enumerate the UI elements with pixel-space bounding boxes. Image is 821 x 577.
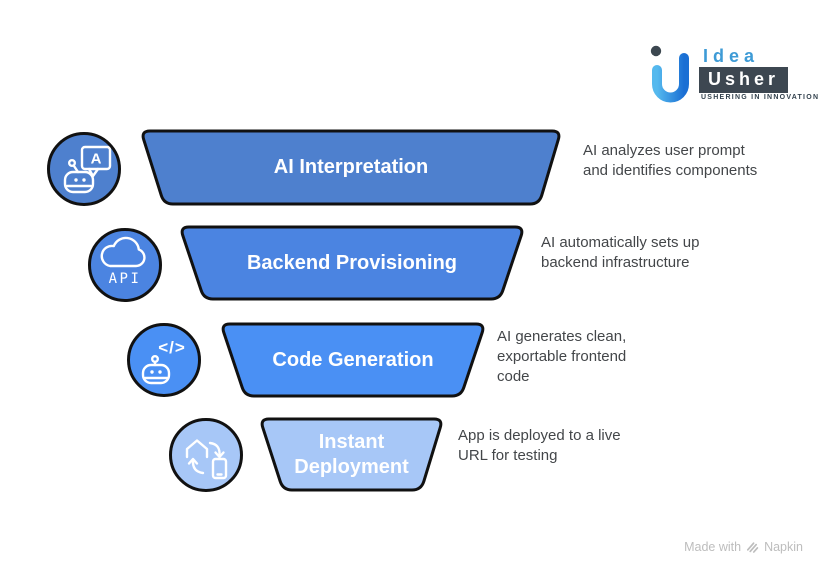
idea-usher-logo: Idea Usher USHERING IN INNOVATION <box>646 40 818 104</box>
robot-chat-icon: A <box>47 132 121 206</box>
idea-usher-u-mark-icon <box>650 45 689 103</box>
logo-brand-top: Idea <box>703 46 760 66</box>
funnel-stage-1 <box>141 129 561 206</box>
api-label: API <box>109 271 142 287</box>
logo-brand-bottom: Usher <box>699 67 789 93</box>
logo-tagline: USHERING IN INNOVATION <box>701 94 820 101</box>
home-device-sync-icon <box>169 418 243 492</box>
cloud-api-icon: API <box>88 228 162 302</box>
funnel-stage-4 <box>260 417 443 492</box>
made-with-napkin: Made with Napkin <box>684 540 803 554</box>
logo-dot <box>650 45 662 57</box>
funnel-stage-2 <box>180 225 524 301</box>
funnel-stage-1-description: AI analyzes user prompt and identifies c… <box>583 142 758 180</box>
robot-code-icon: </> <box>127 323 201 397</box>
funnel-stage-4-description: App is deployed to a live URL for testin… <box>458 427 621 465</box>
code-brackets-label: </> <box>158 338 186 357</box>
funnel-stage-3-description: AI generates clean, exportable frontend … <box>497 328 627 386</box>
funnel-stage-2-description: AI automatically sets up backend infrast… <box>541 234 700 272</box>
funnel-stage-3 <box>221 322 485 398</box>
made-with-label: Made with <box>684 540 742 554</box>
napkin-brand-label: Napkin <box>764 540 803 554</box>
chat-bubble-letter: A <box>91 151 102 168</box>
napkin-logo-icon <box>747 541 759 553</box>
